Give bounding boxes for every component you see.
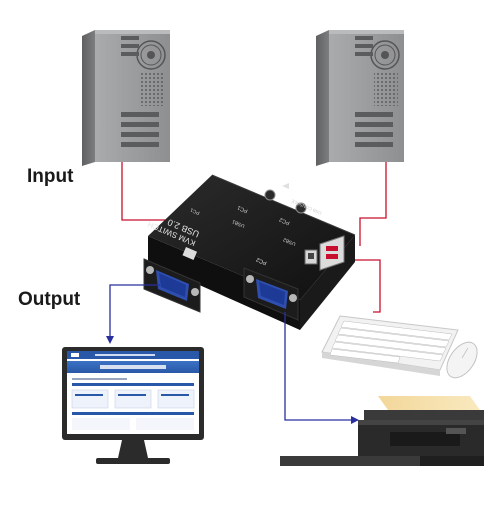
port-pc1-label: PC1	[189, 206, 200, 215]
button-pc1-label: PC1	[237, 204, 249, 214]
direction-arrow-icon	[282, 183, 289, 189]
keyboard-icon	[321, 315, 459, 376]
kvm-switch-icon: USB 2.0 KVM SWITCH PC1 PC2 USB CONSOLE P…	[143, 174, 356, 330]
button-pc2-label: PC2	[279, 216, 291, 226]
usb-port-icon	[304, 235, 345, 271]
port-usb1-label: USB1	[231, 218, 246, 229]
output-cable-arrow	[106, 336, 359, 424]
computer-tower-icon	[82, 30, 170, 166]
port-usb2-label: USB2	[282, 236, 297, 247]
computer-tower-icon	[316, 30, 404, 166]
monitor-icon	[62, 347, 204, 464]
pc1-select-button[interactable]	[264, 189, 276, 201]
pc2-select-button[interactable]	[295, 202, 307, 214]
vga-port-icon	[243, 267, 299, 321]
mouse-icon	[446, 341, 478, 379]
output-label: Output	[18, 289, 81, 310]
printer-icon	[280, 396, 484, 466]
output-cable	[109, 284, 355, 421]
vga-port-icon	[143, 258, 201, 313]
port-pc2-label: PC2	[256, 256, 268, 266]
input-cable	[121, 162, 387, 313]
input-label: Input	[27, 166, 74, 187]
